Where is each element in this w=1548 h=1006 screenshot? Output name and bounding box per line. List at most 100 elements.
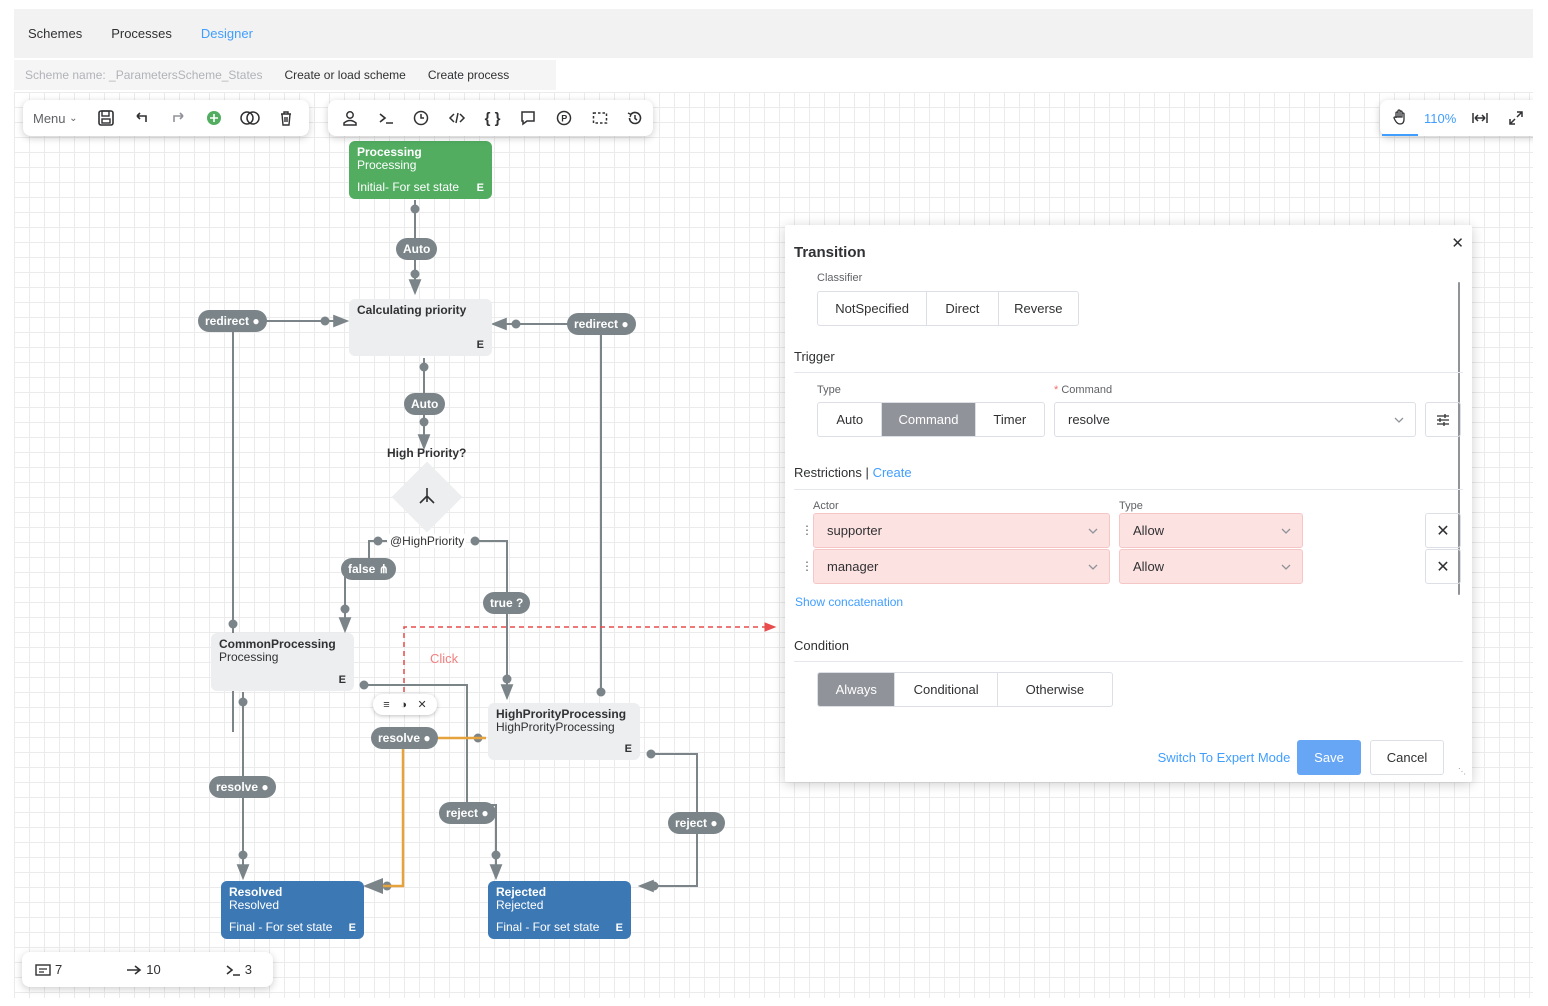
dialog-scrollbar[interactable]	[1458, 282, 1460, 595]
transition-auto-1[interactable]: Auto	[396, 238, 438, 260]
process-parameters-icon[interactable]: P	[546, 100, 582, 136]
trigger-auto[interactable]: Auto	[836, 412, 864, 427]
tab-designer[interactable]: Designer	[200, 26, 253, 41]
restriction-type-select[interactable]: Allow	[1119, 513, 1303, 548]
click-hint: Click	[430, 651, 459, 666]
create-process-link[interactable]: Create process	[427, 68, 510, 82]
scheme-bar: Scheme name: _ParametersScheme_States Cr…	[14, 60, 556, 90]
transitions-count: 10	[126, 962, 161, 977]
user-icon: ●	[481, 806, 489, 820]
transition-resolve-selected[interactable]: resolve ●	[371, 727, 438, 749]
actor-value: manager	[827, 559, 879, 574]
settings-sliders-icon[interactable]: ≡	[383, 698, 390, 711]
cancel-button[interactable]: Cancel	[1370, 740, 1444, 775]
pill-label: true	[490, 596, 513, 610]
hand-pan-icon[interactable]	[1382, 100, 1418, 136]
user-icon: ●	[710, 816, 718, 830]
elements-toolbar: { } P	[328, 100, 653, 136]
parameters-icon[interactable]: { }	[484, 109, 501, 127]
zoom-level[interactable]: 110%	[1424, 110, 1457, 126]
command-select[interactable]: resolve	[1054, 402, 1416, 437]
restriction-type-value: Allow	[1133, 559, 1165, 574]
node-calculating-priority[interactable]: Calculating priority E	[349, 299, 492, 356]
pill-label: false	[348, 562, 376, 576]
close-icon[interactable]: ✕	[417, 699, 427, 711]
condition-segmented: Always Conditional Otherwise	[817, 672, 1113, 707]
remove-restriction-button[interactable]: ✕	[1425, 549, 1461, 584]
close-icon[interactable]: ✕	[1451, 235, 1464, 252]
transition-redirect-left[interactable]: redirect ●	[198, 310, 267, 332]
condition-heading: Condition	[794, 638, 849, 653]
restriction-actor-select[interactable]: manager	[813, 549, 1110, 584]
save-button[interactable]: Save	[1297, 740, 1361, 775]
node-high-priority-processing[interactable]: HighProrityProcessing HighProrityProcess…	[488, 703, 640, 760]
classifier-reverse[interactable]: Reverse	[997, 292, 1078, 325]
actor-value: supporter	[827, 523, 882, 538]
history-icon[interactable]	[617, 100, 653, 136]
chevron-down-icon	[1281, 564, 1291, 570]
separator: |	[865, 465, 869, 480]
undo-icon[interactable]	[124, 100, 160, 136]
fullscreen-icon[interactable]	[1498, 100, 1533, 136]
fit-width-icon[interactable]	[1462, 100, 1498, 136]
palette-icon[interactable]: ◑	[400, 698, 407, 711]
condition-conditional[interactable]: Conditional	[894, 673, 996, 706]
arrow-right-icon	[127, 964, 142, 975]
toggle-icon[interactable]	[232, 100, 268, 136]
switch-expert-mode-link[interactable]: Switch To Expert Mode	[1157, 750, 1291, 765]
restriction-type-select[interactable]: Allow	[1119, 549, 1303, 584]
menu-dropdown[interactable]: Menu ⌄	[23, 100, 88, 136]
type-label: Type	[817, 384, 841, 396]
classifier-direct[interactable]: Direct	[926, 292, 997, 325]
tab-processes[interactable]: Processes	[111, 26, 172, 41]
transition-redirect-right[interactable]: redirect ●	[567, 313, 636, 335]
transition-resolve-left[interactable]: resolve ●	[209, 776, 276, 798]
trigger-timer[interactable]: Timer	[974, 403, 1044, 436]
trigger-command[interactable]: Command	[881, 403, 975, 436]
delete-icon[interactable]	[268, 100, 304, 136]
transition-reject-right[interactable]: reject ●	[668, 812, 725, 834]
divider	[794, 372, 1463, 373]
tab-schemes[interactable]: Schemes	[28, 26, 83, 41]
transition-dialog: Transition ✕ Classifier NotSpecified Dir…	[785, 225, 1472, 782]
commands-value: 3	[244, 962, 252, 977]
required-mark: *	[1054, 384, 1059, 396]
scheme-name: Scheme name: _ParametersScheme_States	[25, 68, 263, 82]
save-icon[interactable]	[88, 100, 124, 136]
link-false	[338, 540, 387, 634]
create-or-load-scheme-link[interactable]: Create or load scheme	[284, 68, 406, 82]
commands-count: 3	[225, 962, 252, 977]
node-subtitle: Processing	[219, 650, 279, 664]
show-concatenation-link[interactable]: Show concatenation	[795, 595, 904, 609]
add-activity-icon[interactable]	[196, 100, 232, 136]
code-icon[interactable]	[439, 100, 475, 136]
node-common-processing[interactable]: CommonProcessing Processing E	[211, 633, 354, 691]
transition-true[interactable]: true ?	[483, 592, 531, 614]
create-restriction-link[interactable]: Create	[872, 465, 912, 480]
close-icon: ✕	[1436, 522, 1450, 540]
node-resolved[interactable]: Resolved Resolved Final - For set state …	[221, 881, 364, 939]
transition-reject-mid[interactable]: reject ●	[439, 802, 496, 824]
command-label-text: Command	[1061, 384, 1113, 396]
node-processing[interactable]: Processing Processing Initial- For set s…	[349, 141, 492, 199]
commands-icon[interactable]	[368, 100, 404, 136]
actors-icon[interactable]	[332, 100, 368, 136]
selection-icon[interactable]	[582, 100, 618, 136]
command-label: * Command	[1054, 384, 1112, 396]
transition-false[interactable]: false ⋔	[341, 558, 396, 580]
remove-restriction-button[interactable]: ✕	[1425, 513, 1461, 548]
redo-icon[interactable]	[160, 100, 196, 136]
restriction-actor-select[interactable]: supporter	[813, 513, 1110, 548]
node-note: Final - For set state	[229, 920, 333, 934]
condition-otherwise[interactable]: Otherwise	[996, 673, 1112, 706]
timers-icon[interactable]	[403, 100, 439, 136]
condition-always[interactable]: Always	[818, 673, 895, 706]
transition-auto-2[interactable]: Auto	[404, 393, 446, 415]
restriction-type-label: Type	[1119, 500, 1143, 512]
resize-grip-icon[interactable]: ⋱	[1458, 767, 1466, 776]
comment-icon[interactable]	[510, 100, 546, 136]
command-settings-button[interactable]	[1425, 402, 1461, 437]
node-rejected[interactable]: Rejected Rejected Final - For set state …	[488, 881, 631, 939]
classifier-not-specified[interactable]: NotSpecified	[835, 301, 909, 316]
node-note: Initial- For set state	[357, 180, 460, 194]
